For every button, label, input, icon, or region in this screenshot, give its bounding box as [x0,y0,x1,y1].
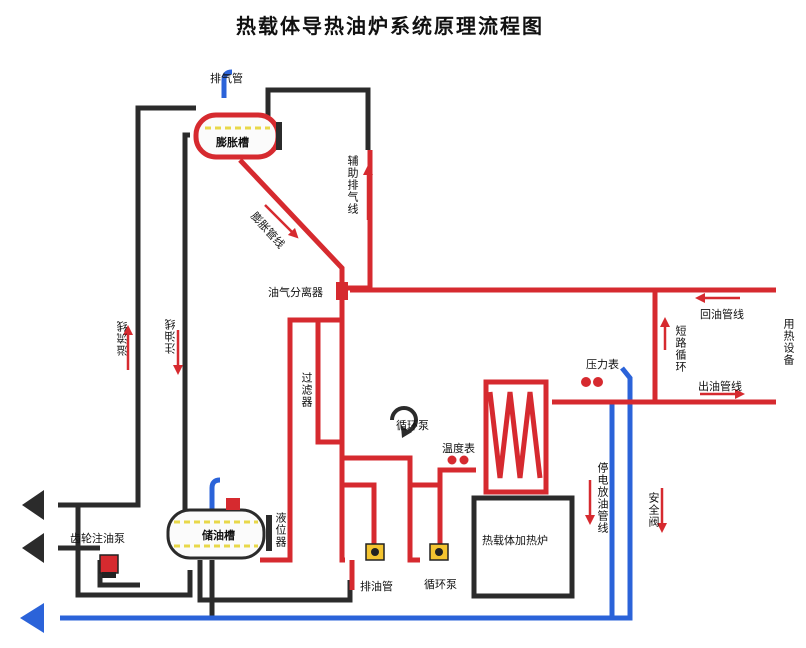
label-expansion-tank: 膨胀槽 [216,136,249,149]
red-lines [238,150,776,590]
label-short-circuit: 短路循环 [674,325,687,373]
label-aux-exhaust-line: 辅助排气线 [346,155,359,215]
label-drain-pipe: 排油管 [360,580,393,593]
label-equipment: 用热设备 [782,318,795,366]
rotation-icon [390,406,418,434]
label-gear-pump: 齿轮注油泵 [70,532,125,545]
label-heater: 热载体加热炉 [482,534,548,547]
arrow-left-icon [20,603,44,633]
label-injection-line: 注油线 [164,318,177,354]
label-thermometer: 温度表 [442,442,475,455]
injection-line-pipe [182,132,190,515]
label-oil-gas-separator: 油气分离器 [268,286,323,299]
overflow-line-pipe [135,105,196,480]
arrow-left-icon [22,490,44,520]
gauges [447,377,603,465]
blue-lines [60,69,633,621]
flow-arrows [123,165,745,533]
label-oil-return-line: 回油管线 [700,308,744,321]
label-circulation-pump-arrow: 循环泵 [396,419,429,432]
arrow-left-icon [22,533,44,563]
label-storage-tank: 储油槽 [202,529,235,542]
label-safety-valve: 安全阀 [647,492,660,528]
expansion-tank [193,112,282,160]
label-pressure-gauge: 压力表 [586,358,619,371]
pumps [99,543,449,578]
separator-body [336,282,348,300]
label-power-failure-line: 停电放油管线 [596,462,609,534]
storage-tank [166,498,272,560]
label-circulation-pump: 循环泵 [424,578,457,591]
label-exhaust-pipe: 排气管 [210,72,243,85]
label-overflow-line: 溢流线 [116,320,129,356]
label-level-gauge: 液位器 [274,512,287,548]
label-filter: 过滤器 [300,372,313,408]
label-oil-out-line: 出油管线 [698,380,742,393]
diagram-title: 热载体导热油炉系统原理流程图 [236,14,544,38]
